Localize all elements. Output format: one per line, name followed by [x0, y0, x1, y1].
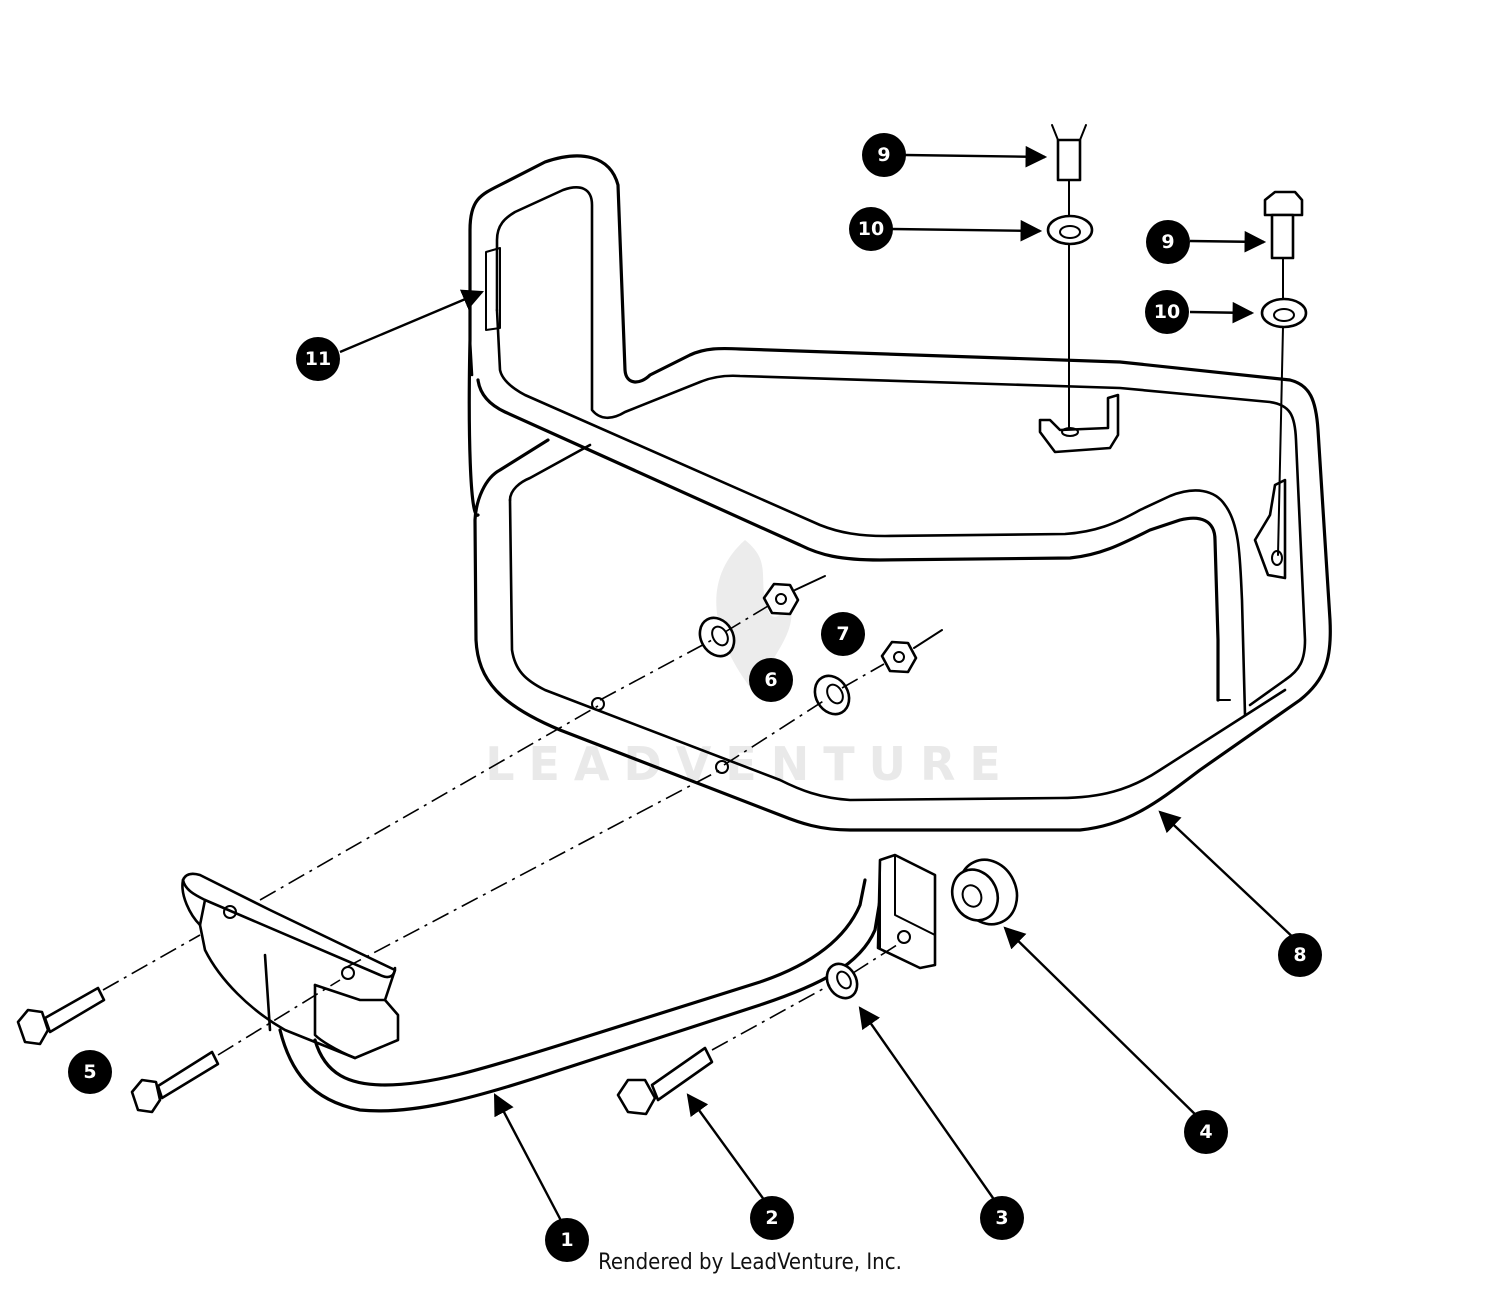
- callout-5: 5: [68, 1050, 112, 1094]
- callout-10-right-label: 10: [1154, 301, 1180, 323]
- spacer-part-4: [950, 858, 1019, 926]
- hitch-bar-part-1: [181, 853, 937, 1113]
- frame-part-8: [467, 154, 1332, 832]
- callout-8-label: 8: [1293, 944, 1306, 966]
- assembly-lines: [102, 179, 1284, 1056]
- callout-9-top-label: 9: [877, 144, 890, 166]
- callout-6: 6: [749, 658, 793, 702]
- callout-1: 1: [545, 1218, 589, 1262]
- watermark: LEADVENTURE: [485, 540, 1015, 791]
- callout-10-top-label: 10: [858, 218, 884, 240]
- callout-2: 2: [750, 1196, 794, 1240]
- callout-9-top: 9: [862, 133, 906, 177]
- callout-7: 7: [821, 612, 865, 656]
- callout-10-right: 10: [1145, 290, 1189, 334]
- callout-5-label: 5: [83, 1061, 96, 1083]
- callout-9-right-label: 9: [1161, 231, 1174, 253]
- callout-1-label: 1: [560, 1229, 573, 1251]
- callout-11: 11: [296, 337, 340, 381]
- callout-4: 4: [1184, 1110, 1228, 1154]
- callout-7-label: 7: [836, 623, 849, 645]
- callout-6-label: 6: [764, 669, 777, 691]
- callout-10-top: 10: [849, 207, 893, 251]
- render-credit: Rendered by LeadVenture, Inc.: [598, 1250, 902, 1275]
- hardware: [16, 124, 1308, 1116]
- callout-3: 3: [980, 1196, 1024, 1240]
- callout-11-label: 11: [305, 348, 331, 370]
- callout-9-right: 9: [1146, 220, 1190, 264]
- callout-8: 8: [1278, 933, 1322, 977]
- callout-2-label: 2: [765, 1207, 778, 1229]
- callout-4-label: 4: [1199, 1121, 1212, 1143]
- leader-arrows: [339, 145, 1299, 1233]
- watermark-text: LEADVENTURE: [485, 737, 1015, 791]
- callout-3-label: 3: [995, 1207, 1008, 1229]
